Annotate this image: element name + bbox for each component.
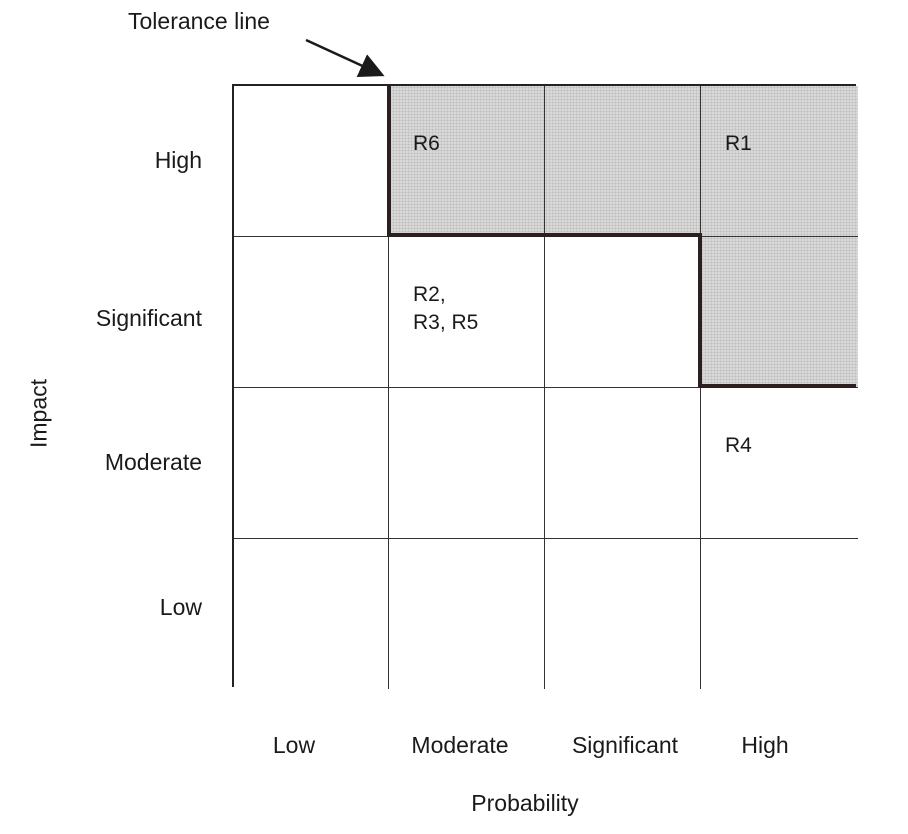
matrix-cell-low-moderate	[389, 539, 545, 689]
matrix-cell-moderate-low	[234, 388, 389, 539]
x-axis-title: Probability	[471, 790, 579, 816]
col-label-high: High	[741, 732, 789, 758]
risk-label: R4	[725, 434, 752, 457]
matrix-cell-significant-high	[701, 237, 858, 388]
matrix-cell-low-significant	[545, 539, 701, 689]
matrix-cell-high-high: R1	[701, 86, 858, 237]
matrix-cell-significant-low	[234, 237, 389, 388]
matrix-cell-high-significant	[545, 86, 701, 237]
col-label-low: Low	[272, 732, 316, 758]
risk-label: R2, R3, R5	[413, 283, 479, 334]
row-label-moderate: Moderate	[104, 449, 202, 475]
risk-label: R6	[413, 132, 440, 155]
row-label-low: Low	[159, 594, 202, 620]
matrix-cell-moderate-high: R4	[701, 388, 858, 539]
matrix-cell-moderate-moderate	[389, 388, 545, 539]
y-axis-title: Impact	[25, 378, 52, 449]
risk-label: R1	[725, 132, 752, 155]
matrix-cell-significant-significant	[545, 237, 701, 388]
row-label-high: High	[154, 147, 202, 173]
matrix-cell-moderate-significant	[545, 388, 701, 539]
col-label-moderate: Moderate	[411, 732, 509, 758]
matrix-cell-low-low	[234, 539, 389, 689]
row-label-significant: Significant	[95, 305, 202, 331]
tolerance-line-label: Tolerance line	[128, 8, 270, 34]
col-label-significant: Significant	[571, 732, 679, 758]
matrix-cell-high-low	[234, 86, 389, 237]
matrix-cell-low-high	[701, 539, 858, 689]
matrix-cell-high-moderate: R6	[389, 86, 545, 237]
matrix-cell-significant-moderate: R2, R3, R5	[389, 237, 545, 388]
